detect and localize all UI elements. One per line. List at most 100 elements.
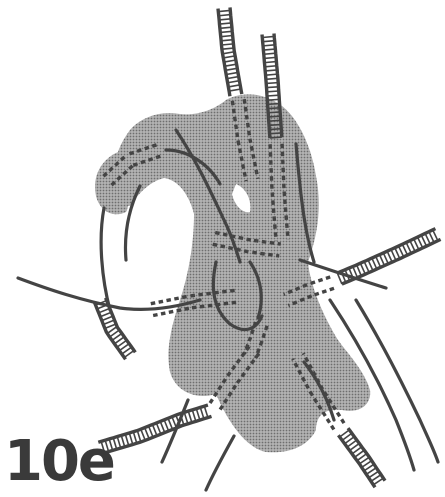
base-pair-rung [223, 52, 235, 54]
base-pair-rung [200, 407, 204, 418]
base-pair-rung [129, 433, 132, 444]
strand-dash [314, 399, 316, 403]
strand-dash [237, 359, 240, 363]
base-pair-rung [219, 15, 231, 16]
strand-dash [229, 392, 231, 396]
strand-dash [112, 182, 115, 185]
base-pair-rung [418, 237, 423, 248]
strand-dash [244, 251, 248, 252]
strand-dash [115, 162, 118, 165]
base-pair-rung [267, 99, 279, 100]
strand-dash [256, 170, 257, 174]
base-pair-rung [399, 246, 404, 257]
strand-dash [250, 139, 251, 143]
base-pair-rung [137, 431, 140, 442]
base-pair-rung [360, 263, 365, 274]
strand-dash [249, 131, 250, 135]
strand-dash [251, 146, 252, 150]
base-pair-rung [268, 116, 280, 117]
base-pair-rung [372, 258, 377, 269]
strand-dash [206, 293, 210, 294]
strand-dash [246, 344, 248, 348]
strand-dash [222, 291, 226, 292]
strand-dash [308, 296, 312, 298]
base-pair-rung [368, 260, 373, 271]
base-pair-rung [221, 36, 233, 37]
base-pair-rung [221, 40, 233, 41]
strand-dash [244, 99, 245, 103]
base-pair-rung [218, 10, 230, 11]
strand-dash [306, 358, 308, 362]
strand-dash [330, 288, 334, 289]
strand-dash [228, 372, 231, 376]
strand-dash [166, 300, 170, 301]
base-pair-rung [262, 36, 274, 37]
strand-dash [224, 303, 228, 304]
single-strand-right-long-2 [356, 300, 438, 462]
base-pair-rung [145, 428, 149, 439]
base-pair-rung [267, 95, 279, 96]
base-pair-rung [357, 265, 362, 276]
strand-dash [223, 234, 227, 235]
base-pair-rung [269, 129, 281, 130]
base-pair-rung [265, 66, 277, 67]
strand-dash [303, 285, 307, 287]
base-pair-rung [220, 23, 232, 24]
strand-dash [161, 313, 165, 314]
base-pair-rung [425, 233, 430, 244]
base-pair-rung [152, 425, 156, 436]
base-pair-rung [164, 420, 168, 431]
ladder-bottom-right [338, 428, 385, 487]
ladder-right [337, 229, 440, 284]
base-pair-rung [224, 60, 236, 62]
strand-dash [262, 242, 266, 243]
strand-dash [156, 156, 160, 157]
base-pair-rung [264, 57, 276, 58]
strand-dash [232, 302, 236, 303]
strand-dash [123, 171, 126, 174]
base-pair-rung [103, 320, 114, 324]
base-pair-rung [263, 41, 275, 42]
base-pair-rung [220, 31, 232, 32]
base-pair-rung [266, 87, 278, 88]
strand-dash [214, 393, 216, 397]
strand-dash [306, 384, 308, 388]
base-pair-rung [429, 232, 434, 243]
strand-dash [260, 253, 264, 254]
strand-dash [238, 140, 239, 145]
base-pair-rung [270, 133, 282, 134]
strand-dash [177, 310, 181, 311]
strand-dash [133, 164, 137, 165]
strand-dash [311, 282, 315, 283]
base-pair-rung [229, 89, 241, 91]
ladder-top-left [218, 7, 242, 96]
strand-dash [245, 107, 246, 111]
base-pair-rung [141, 429, 145, 440]
base-pair-rung [149, 426, 153, 437]
strand-dash [254, 240, 258, 241]
strand-dash [244, 352, 245, 354]
base-pair-rung [264, 53, 276, 54]
base-pair-rung [376, 256, 381, 267]
strand-dash [117, 177, 120, 180]
strand-dash [233, 386, 235, 390]
strand-dash [322, 291, 326, 292]
strand-dash [255, 162, 256, 166]
base-pair-rung [269, 120, 281, 121]
strand-dash [103, 173, 106, 176]
strand-dash [228, 248, 232, 249]
strand-dash [296, 288, 300, 290]
strand-dash [152, 145, 156, 146]
strand-dash [248, 123, 249, 127]
protein-core-blob [95, 94, 370, 452]
base-pair-rung [156, 423, 160, 434]
strand-dash [302, 377, 304, 381]
strand-dash [237, 379, 240, 383]
strand-dash [169, 311, 173, 312]
strand-dash [137, 150, 141, 151]
strand-dash [174, 298, 178, 299]
base-pair-rung [270, 137, 282, 138]
base-pair-rung [121, 435, 124, 446]
strand-dash [266, 326, 267, 330]
strand-dash [242, 373, 245, 377]
